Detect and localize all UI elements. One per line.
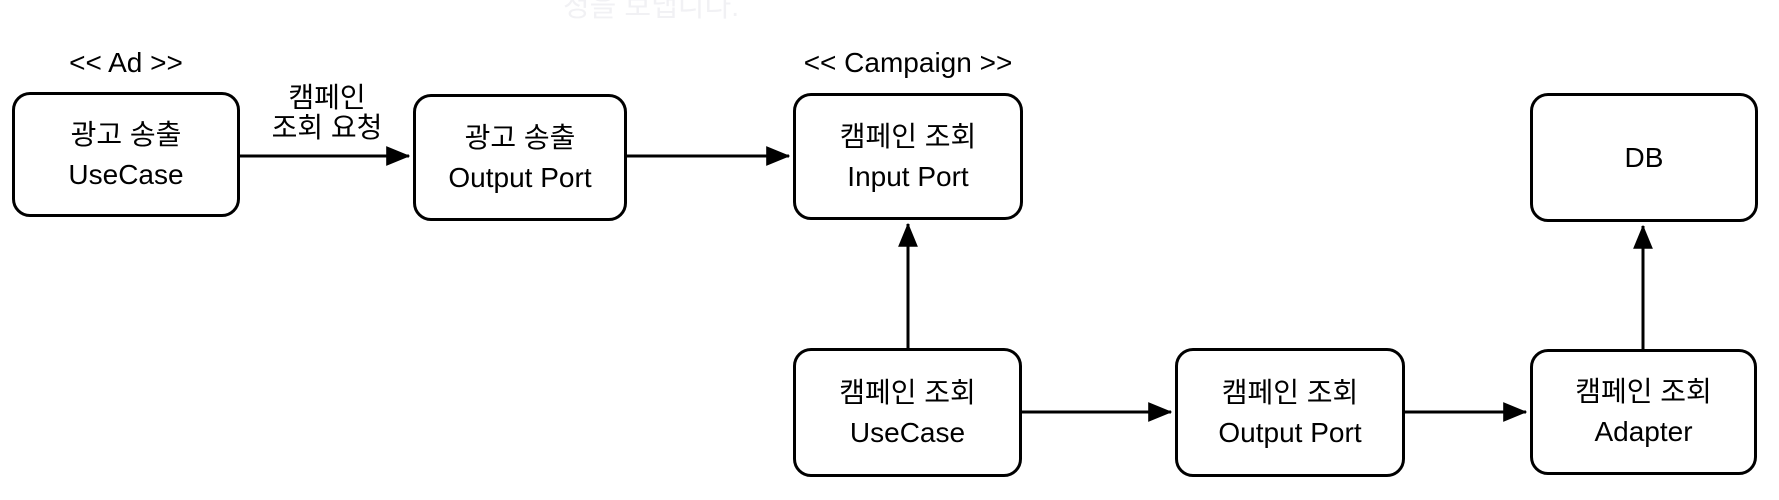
node-ad-usecase: 광고 송출 UseCase: [12, 92, 240, 217]
node-ad-usecase-line2: UseCase: [68, 158, 184, 190]
node-db: DB: [1530, 93, 1758, 222]
node-campaign-adapter-line2: Adapter: [1594, 416, 1693, 447]
node-ad-output-port-line2: Output Port: [448, 161, 592, 193]
stereotype-ad-label: << Ad >>: [69, 47, 183, 78]
node-campaign-adapter-line1: 캠페인 조회: [1575, 376, 1712, 407]
node-campaign-adapter: 캠페인 조회 Adapter: [1530, 349, 1757, 475]
edge-label-campaign-request: 캠페인 조회 요청: [243, 83, 411, 143]
node-campaign-input-port-line1: 캠페인 조회: [839, 120, 977, 152]
node-db-line1: DB: [1624, 141, 1664, 173]
node-ad-output-port-line1: 광고 송출: [464, 121, 576, 153]
node-campaign-input-port: 캠페인 조회 Input Port: [793, 93, 1023, 220]
node-ad-output-port: 광고 송출 Output Port: [413, 94, 627, 221]
node-campaign-output-port: 캠페인 조회 Output Port: [1175, 348, 1405, 477]
node-campaign-output-port-line2: Output Port: [1218, 416, 1362, 448]
stereotype-campaign-label: << Campaign >>: [803, 47, 1013, 78]
node-ad-usecase-line1: 광고 송출: [70, 118, 182, 150]
node-campaign-input-port-line2: Input Port: [847, 160, 969, 192]
node-campaign-usecase-line1: 캠페인 조회: [839, 376, 976, 408]
edge-label-line1: 캠페인: [288, 82, 366, 113]
node-campaign-output-port-line1: 캠페인 조회: [1221, 376, 1359, 408]
node-campaign-usecase-line2: UseCase: [849, 416, 966, 448]
node-campaign-usecase: 캠페인 조회 UseCase: [793, 348, 1022, 477]
cropped-top-text: 청을 보냅니다.: [563, 0, 740, 23]
edge-label-line2: 조회 요청: [271, 112, 383, 143]
